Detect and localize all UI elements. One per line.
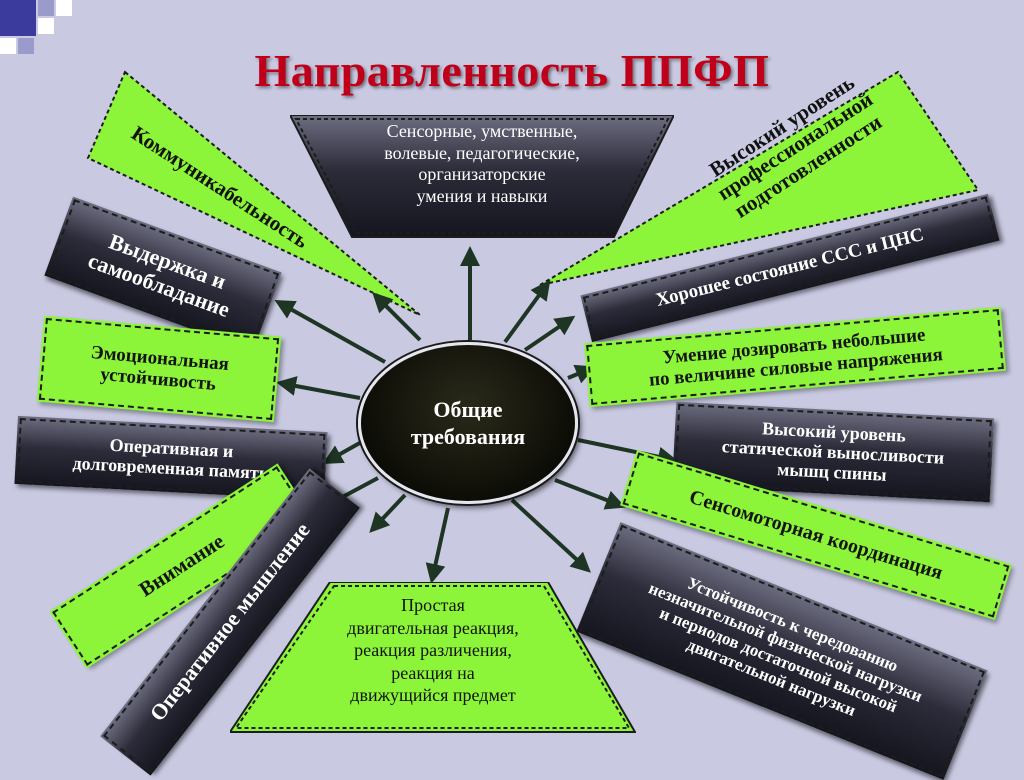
arrow-emotional <box>276 376 361 400</box>
slide-title: Направленность ППФП <box>254 45 770 96</box>
arrow-memory <box>322 438 366 464</box>
arrow-good-state <box>523 315 576 352</box>
arrow-alternation <box>510 498 591 573</box>
arrow-prof-level <box>503 279 551 344</box>
arrow-communicativeness <box>372 292 422 342</box>
arrow-endurance <box>274 300 386 364</box>
arrow-thinking <box>369 493 407 533</box>
trapezoid-sensory <box>290 115 674 238</box>
arrow-reaction <box>425 507 450 584</box>
trapezoid-reaction <box>230 582 636 733</box>
triangle-prof-level <box>539 70 980 286</box>
arrow-sensomotor <box>554 478 626 510</box>
triangle-communicativeness <box>86 70 421 316</box>
corner-decoration <box>0 0 72 54</box>
text-reaction: Простая двигательная реакция, реакция ра… <box>347 595 519 705</box>
text-sensory: Сенсорные, умственные, волевые, педагоги… <box>384 121 580 206</box>
